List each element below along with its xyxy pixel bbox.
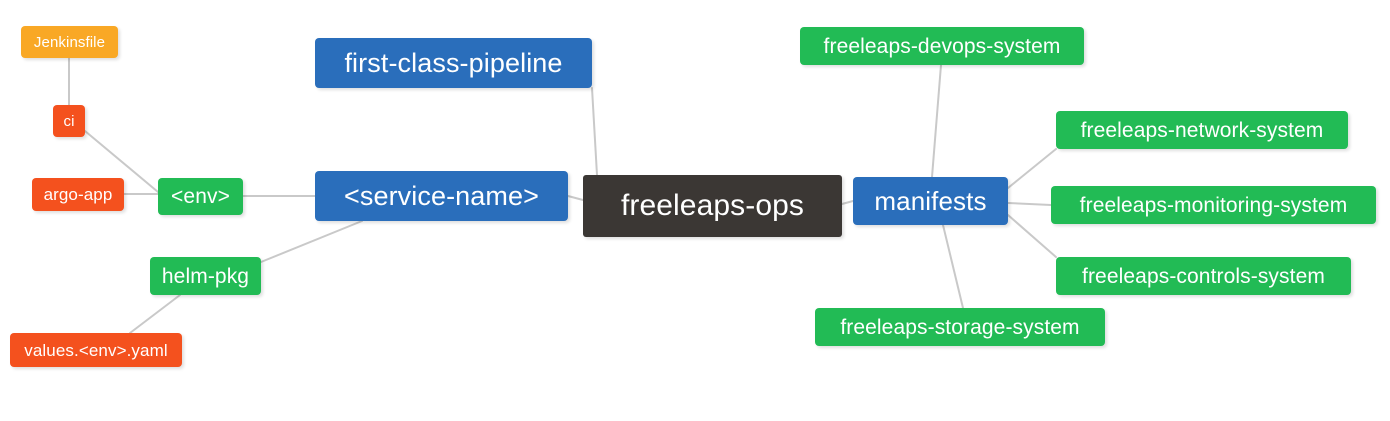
node-freeleaps-network-system[interactable]: freeleaps-network-system <box>1056 111 1348 149</box>
node-label: freeleaps-network-system <box>1080 118 1324 142</box>
node-jenkinsfile[interactable]: Jenkinsfile <box>21 26 118 58</box>
node-ci[interactable]: ci <box>53 105 85 137</box>
node-freeleaps-devops-system[interactable]: freeleaps-devops-system <box>800 27 1084 65</box>
node-label: freeleaps-ops <box>620 189 805 222</box>
node-label: freeleaps-storage-system <box>840 315 1080 339</box>
edge-freeleaps-ops-to-manifests <box>841 200 854 205</box>
node-freeleaps-controls-system[interactable]: freeleaps-controls-system <box>1056 257 1351 295</box>
node-env[interactable]: <env> <box>158 178 243 215</box>
node-label: freeleaps-monitoring-system <box>1079 193 1348 217</box>
node-label: helm-pkg <box>161 264 250 288</box>
edge-manifests-to-freeleaps-storage-system <box>942 224 964 309</box>
node-values-env-yaml[interactable]: values.<env>.yaml <box>10 333 182 367</box>
edge-freeleaps-ops-to-service-name <box>567 195 584 201</box>
node-freeleaps-storage-system[interactable]: freeleaps-storage-system <box>815 308 1105 346</box>
node-label: manifests <box>874 186 987 216</box>
node-service-name[interactable]: <service-name> <box>315 171 568 221</box>
node-manifests[interactable]: manifests <box>853 177 1008 225</box>
node-freeleaps-monitoring-system[interactable]: freeleaps-monitoring-system <box>1051 186 1376 224</box>
edge-freeleaps-ops-to-first-class-pipeline <box>591 87 598 176</box>
node-label: first-class-pipeline <box>344 47 563 78</box>
node-label: <env> <box>171 185 230 208</box>
node-helm-pkg[interactable]: helm-pkg <box>150 257 261 295</box>
node-label: argo-app <box>43 185 113 204</box>
node-argo-app[interactable]: argo-app <box>32 178 124 211</box>
node-first-class-pipeline[interactable]: first-class-pipeline <box>315 38 592 88</box>
node-freeleaps-ops[interactable]: freeleaps-ops <box>583 175 842 237</box>
edge-service-name-to-helm-pkg <box>260 220 363 263</box>
edge-helm-pkg-to-values-env-yaml <box>129 294 181 334</box>
edge-manifests-to-freeleaps-network-system <box>1007 148 1057 189</box>
node-label: Jenkinsfile <box>33 33 106 51</box>
node-label: <service-name> <box>344 180 539 211</box>
edge-manifests-to-freeleaps-devops-system <box>931 64 942 178</box>
edge-manifests-to-freeleaps-monitoring-system <box>1007 202 1052 206</box>
node-label: ci <box>63 112 75 130</box>
node-label: values.<env>.yaml <box>24 340 168 360</box>
edge-manifests-to-freeleaps-controls-system <box>1007 214 1057 258</box>
node-label: freeleaps-devops-system <box>823 34 1061 58</box>
node-label: freeleaps-controls-system <box>1082 264 1325 288</box>
